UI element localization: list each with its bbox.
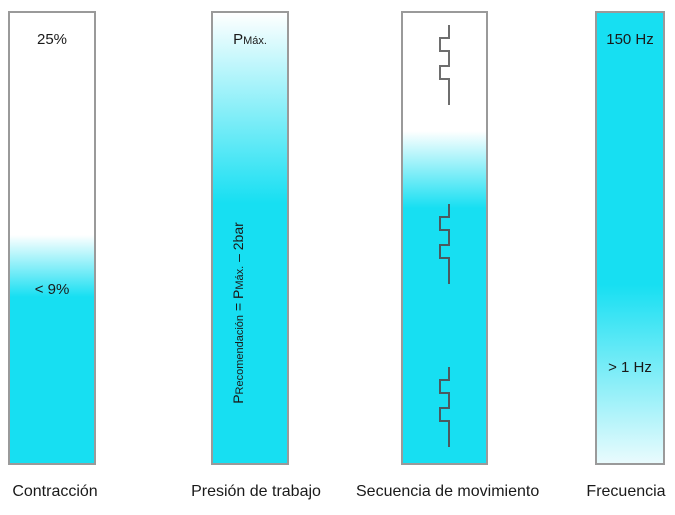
frequency-caption: Frecuencia	[586, 483, 666, 500]
frequency-top-label: 150 Hz	[606, 31, 654, 48]
sequence-bar	[401, 11, 488, 465]
pressure-caption: Presión de trabajo	[191, 483, 321, 500]
pressure-bar: PMáx. PRecomendación = PMáx. – 2bar	[211, 11, 289, 465]
frequency-level-label: > 1 Hz	[608, 359, 652, 376]
pressure-formula: PRecomendación = PMáx. – 2bar	[230, 222, 246, 404]
contraction-level-label: < 9%	[34, 281, 70, 298]
step-waveform-icon-2	[439, 204, 450, 284]
pressure-top-label: PMáx.	[233, 31, 267, 48]
contraction-top-label: 25%	[36, 31, 68, 48]
step-waveform-icon-3	[439, 367, 450, 447]
frequency-bar: 150 Hz > 1 Hz	[595, 11, 665, 465]
step-waveform-icon-1	[439, 25, 450, 105]
contraction-caption: Contracción	[12, 483, 98, 500]
contraction-bar: 25% < 9%	[8, 11, 96, 465]
sequence-caption: Secuencia de movimiento	[356, 483, 540, 500]
